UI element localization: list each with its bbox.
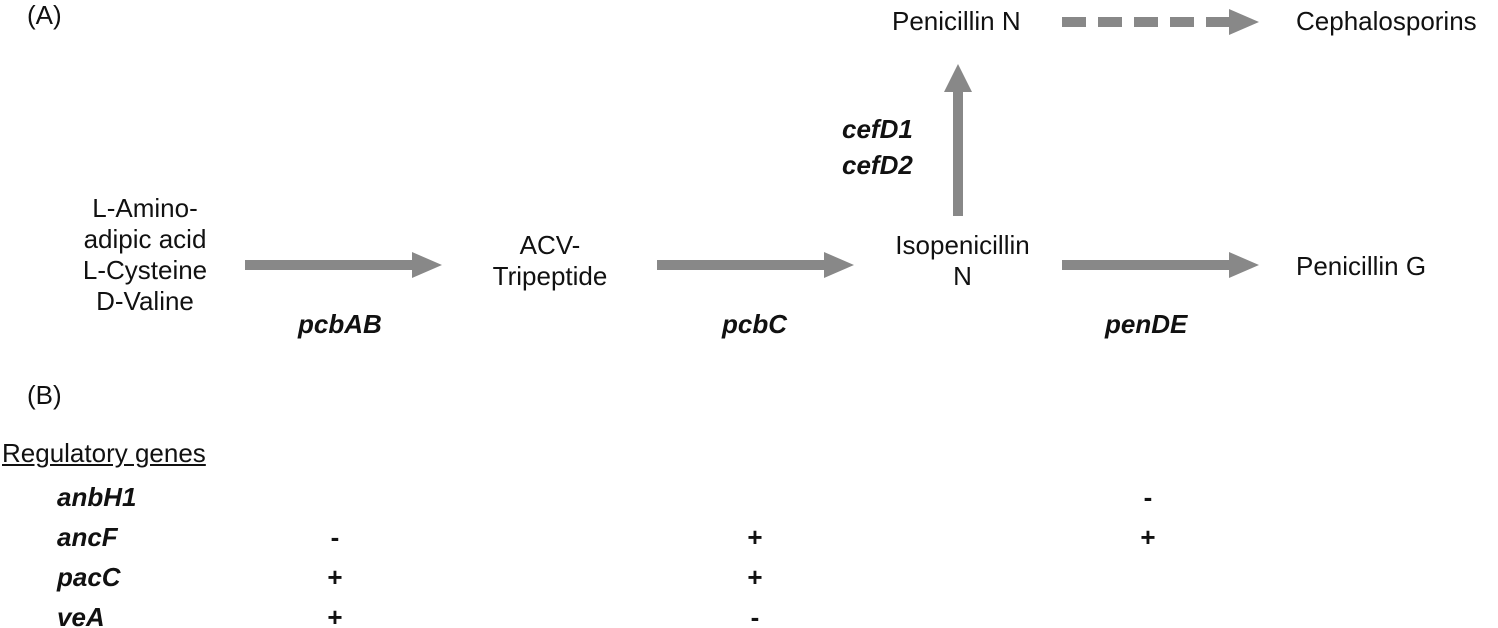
panel-b-label: (B) [27,380,62,410]
effect-on-penDE: - [1143,482,1153,512]
substrate-line: D-Valine [96,286,194,316]
gene-label-pcbAB: pcbAB [298,309,382,339]
effect-on-pcbC: + [747,562,763,592]
effect-on-penDE: + [1140,522,1156,552]
regulator-gene-name: veA [57,602,105,628]
regulator-gene-name: ancF [57,522,118,552]
substrates-label: L-Amino- adipic acid L-Cysteine D-Valine [40,193,250,317]
ipn-line: N [953,261,972,291]
penicillin-g-label: Penicillin G [1296,251,1427,281]
isopenicillin-n-label: Isopenicillin N [870,230,1055,292]
arrow-pcbC [657,252,854,278]
gene-label-cefD1: cefD1 [842,114,913,144]
gene-label-penDE: penDE [1105,309,1188,339]
acv-tripeptide-label: ACV- Tripeptide [470,230,630,292]
substrate-line: L-Amino- [92,193,198,223]
panel-a-label: (A) [27,0,62,30]
penicillin-n-label: Penicillin N [892,6,1021,36]
gene-label-pcbC: pcbC [722,309,787,339]
substrate-line: adipic acid [83,224,207,254]
arrow-cefD [944,64,972,216]
effect-on-pcbAB: + [327,562,343,592]
gene-label-cefD2: cefD2 [842,150,913,180]
effect-on-pcbC: + [747,522,763,552]
acv-line: Tripeptide [492,261,608,291]
effect-on-pcbAB: - [330,522,340,552]
arrow-penDE [1062,252,1259,278]
regulator-gene-name: anbH1 [57,482,137,512]
effect-on-pcbC: - [750,602,760,628]
effect-on-pcbAB: + [327,602,343,628]
acv-line: ACV- [519,230,581,260]
arrow-pcbAB [245,252,442,278]
substrate-line: L-Cysteine [82,255,208,285]
cephalosporins-label: Cephalosporins [1296,6,1477,36]
regulatory-genes-heading: Regulatory genes [2,438,206,468]
ipn-line: Isopenicillin [895,230,1030,260]
regulator-gene-name: pacC [57,562,121,592]
arrow-dashed-cephalosporins [1062,9,1259,35]
